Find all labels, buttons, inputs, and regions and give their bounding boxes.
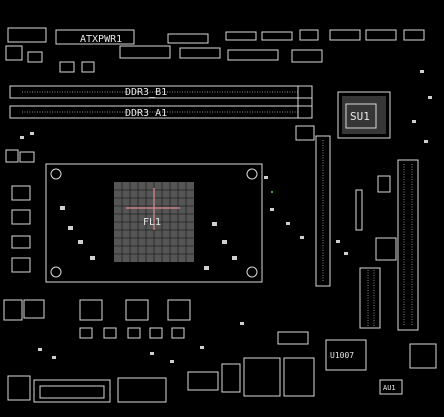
chip-au1: AU1 bbox=[379, 343, 437, 395]
pcie-slots bbox=[315, 135, 419, 331]
au1-label: AU1 bbox=[383, 384, 396, 392]
dimm-slots: DDR3_B1 DDR3_A1 bbox=[9, 85, 315, 141]
bottom-io bbox=[7, 331, 315, 403]
cpu-label: FL1 bbox=[143, 217, 161, 228]
left-components bbox=[3, 149, 45, 321]
scattered-pads bbox=[20, 70, 432, 363]
su1-label: SU1 bbox=[350, 110, 370, 123]
dimm-b-label: DDR3_B1 bbox=[125, 87, 167, 98]
top-header-area: ATXPWR1 bbox=[5, 27, 425, 73]
chip-su1: SU1 bbox=[337, 91, 391, 139]
vrm-row bbox=[79, 299, 191, 339]
u1007-label: U1007 bbox=[330, 351, 354, 360]
chip-u1007: U1007 bbox=[325, 339, 367, 371]
cpu-socket: FL1 bbox=[45, 163, 263, 283]
dimm-a-label: DDR3_A1 bbox=[125, 108, 167, 119]
atxpwr-label: ATXPWR1 bbox=[80, 34, 122, 45]
green-marker bbox=[270, 190, 274, 194]
